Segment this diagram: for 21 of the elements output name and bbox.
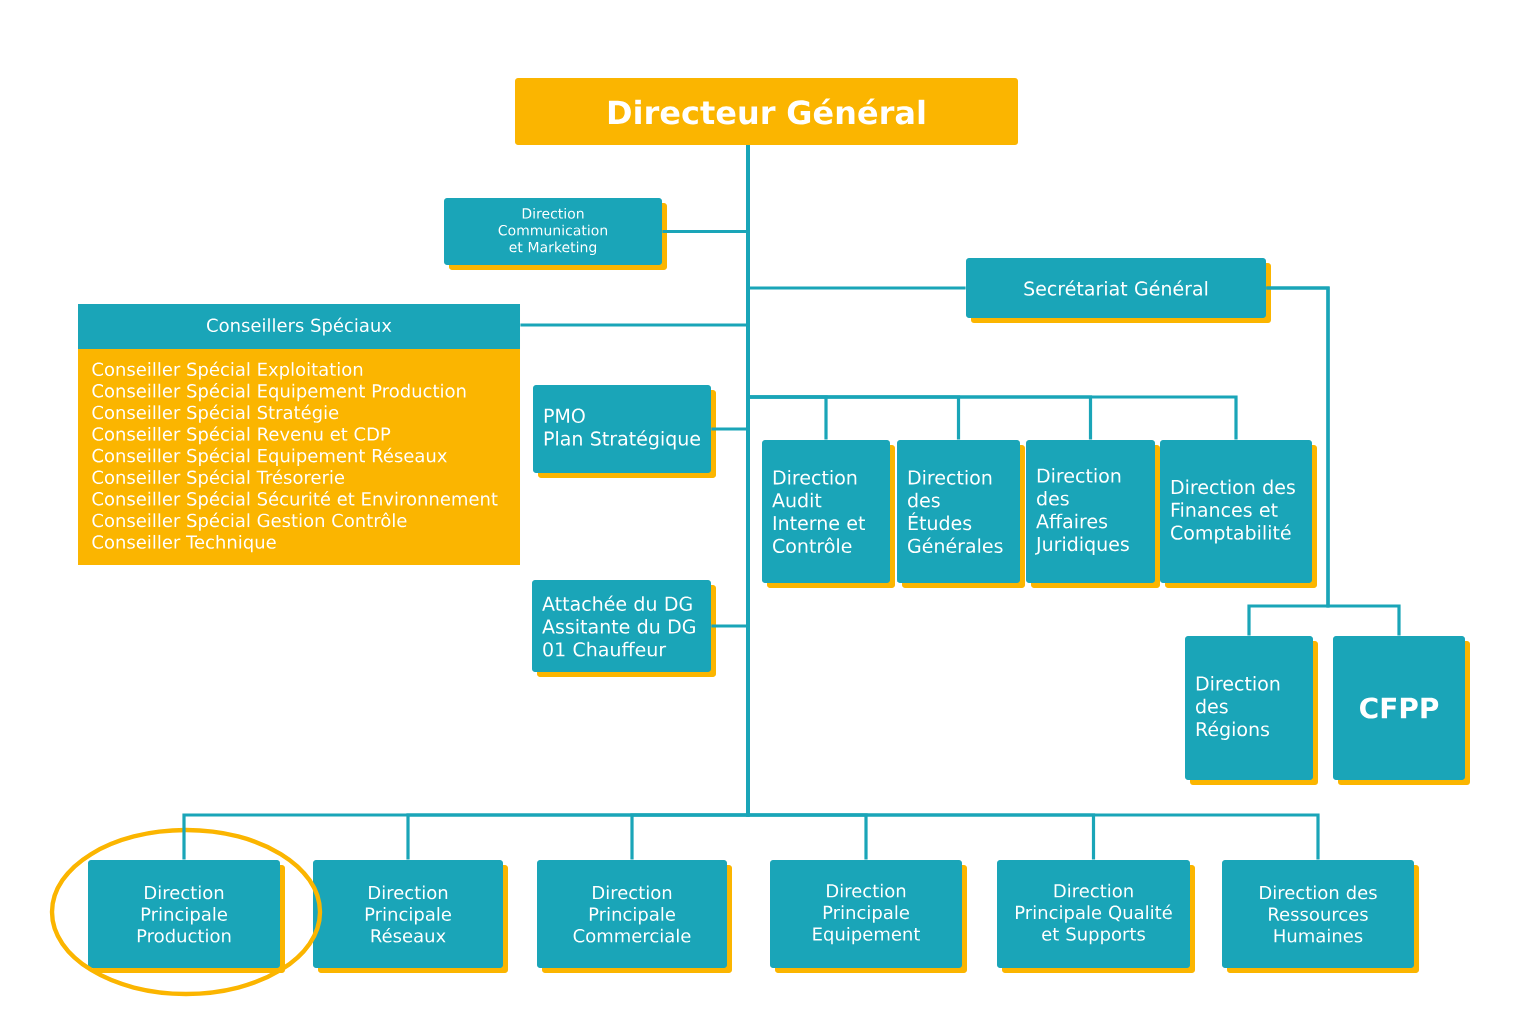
- connector: [1266, 286, 1401, 636]
- connector: [746, 145, 1320, 860]
- node-label: Direction Principale Production: [137, 885, 231, 943]
- department-box: Direction Communication et Marketing: [444, 197, 667, 271]
- department-box: Direction Principale Qualité et Supports: [997, 860, 1195, 973]
- department-box: Secrétariat Général: [966, 258, 1271, 323]
- department-box: Direction des Affaires Juridiques: [1026, 440, 1160, 588]
- department-box: CFPP: [1333, 636, 1470, 785]
- department-box: Direction Principale Réseaux: [313, 860, 508, 973]
- department-box: Direction des Études Générales: [897, 440, 1025, 588]
- department-box: Attachée du DG Assitante du DG 01 Chauffeur: [532, 580, 716, 677]
- department-box: PMO Plan Stratégique: [533, 385, 716, 478]
- department-box: Direction des Ressources Humaines: [1222, 860, 1419, 973]
- department-box: Direction Principale Production: [88, 860, 285, 973]
- department-box: Direction Audit Interne et Contrôle: [762, 440, 895, 588]
- department-box: Direction des Régions: [1185, 636, 1318, 785]
- title-box: Directeur Général: [515, 78, 1018, 145]
- department-box: Direction Principale Equipement: [770, 860, 967, 973]
- department-box: Direction des Finances et Comptabilité: [1160, 440, 1317, 588]
- department-box: Direction Principale Commerciale: [537, 860, 732, 973]
- advisors-box: Conseillers Spéciaux Conseiller Spécial Exploitation Conseiller Spécial Equipement Production Conseiller Spécial Stratégie Conseiller Spécial Revenu et CDP Conseiller Spécial Equipement Réseaux Conseiller Spécial Trésorerie Conseiller Spécial Sécurité et Environnement Conseiller Spécial Gestion Contrôle Conseiller Technique: [78, 304, 520, 565]
